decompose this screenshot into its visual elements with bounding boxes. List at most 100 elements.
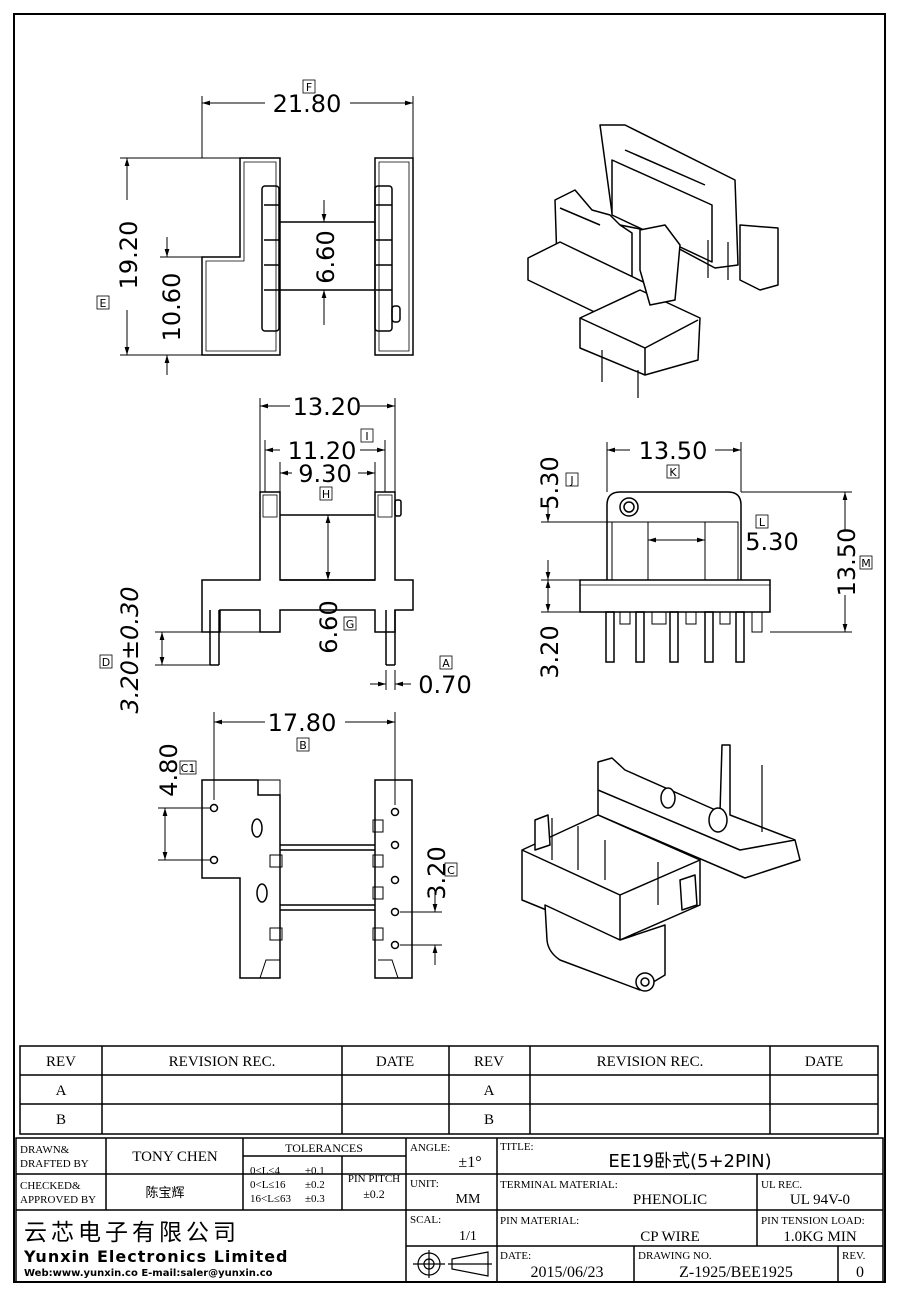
dim-9-30: 9.30 — [298, 460, 351, 488]
label-f: F — [306, 81, 312, 94]
pin-pitch-value: ±0.2 — [363, 1187, 385, 1201]
top-view — [201, 157, 414, 356]
dim-13-50-height: 13.50 — [833, 528, 861, 597]
rev-label: REV. — [842, 1250, 866, 1262]
dim-19-20: 19.20 — [115, 221, 143, 290]
dim-13-20: 13.20 — [293, 393, 362, 421]
label-g: G — [346, 618, 355, 631]
label-l: L — [759, 516, 766, 529]
angle-value: ±1° — [458, 1154, 481, 1171]
date-header-1: DATE — [376, 1054, 414, 1070]
dim-0-70: 0.70 — [418, 671, 471, 699]
company-name-en: Yunxin Electronics Limited — [23, 1247, 289, 1266]
side-view-dimensions — [541, 442, 852, 633]
drafted-label: DRAFTED BY — [20, 1158, 89, 1170]
label-d: D — [102, 656, 110, 669]
dim-6-60-top: 6.60 — [312, 230, 340, 283]
dim-4-80: 4.80 — [155, 743, 183, 796]
company-web: Web:www.yunxin.co E-mail:saler@yunxin.co — [24, 1268, 273, 1279]
label-i: I — [365, 430, 368, 443]
pin-pitch-label: PIN PITCH — [348, 1173, 400, 1185]
dim-3-20-pin: 3.20±0.30 — [116, 587, 144, 714]
rev-a-right: A — [484, 1083, 495, 1099]
dim-10-60: 10.60 — [158, 273, 186, 342]
rev-b-left: B — [56, 1112, 66, 1128]
label-c: C — [447, 864, 455, 877]
title-block: DRAWN& DRAFTED BY TONY CHEN CHECKED& APP… — [20, 1141, 866, 1281]
top-view-dim-text: F 21.80 19.20 E 10.60 6.60 — [96, 79, 342, 342]
terminal-material-value: PHENOLIC — [633, 1192, 707, 1208]
ul-rec-label: UL REC. — [761, 1179, 802, 1191]
drawn-label: DRAWN& — [20, 1144, 70, 1156]
isometric-view-bottom — [521, 744, 801, 992]
title-label: TITLE: — [500, 1141, 534, 1153]
tolerances-label: TOLERANCES — [285, 1141, 363, 1155]
rev-value: 0 — [856, 1264, 864, 1281]
drawn-value: TONY CHEN — [132, 1149, 218, 1165]
revision-table: REV REVISION REC. DATE REV REVISION REC.… — [46, 1054, 843, 1128]
ul-rec-value: UL 94V-0 — [790, 1192, 850, 1208]
tol-value-3: ±0.3 — [305, 1193, 325, 1205]
dim-5-30-right: 5.30 — [745, 528, 798, 556]
date-label: DATE: — [500, 1250, 531, 1262]
revision-rec-header-2: REVISION REC. — [597, 1054, 704, 1070]
label-m: M — [861, 557, 871, 570]
label-h: H — [322, 488, 330, 501]
bottom-view — [201, 779, 413, 979]
angle-label: ANGLE: — [410, 1142, 450, 1154]
label-j: J — [569, 474, 573, 487]
terminal-material-label: TERMINAL MATERIAL: — [500, 1179, 618, 1191]
revision-rec-header-1: REVISION REC. — [169, 1054, 276, 1070]
label-b: B — [299, 739, 307, 752]
rev-header-2: REV — [474, 1054, 504, 1070]
unit-value: MM — [456, 1192, 481, 1207]
side-view-dim-text: 13.50 K 5.30 J L 5.30 13.50 M 3.20 — [536, 437, 873, 679]
title-block-lines — [15, 1137, 884, 1283]
front-view-dimensions — [155, 398, 411, 690]
unit-label: UNIT: — [410, 1178, 439, 1190]
front-view — [201, 491, 414, 666]
rev-header-1: REV — [46, 1054, 76, 1070]
tol-range-3: 16<L≤63 — [250, 1193, 291, 1205]
tol-value-2: ±0.2 — [305, 1179, 325, 1191]
rev-a-left: A — [56, 1083, 67, 1099]
pin-tension-label: PIN TENSION LOAD: — [761, 1215, 865, 1227]
projection-symbol — [413, 1250, 492, 1278]
tol-value-1: ±0.1 — [305, 1165, 325, 1177]
date-header-2: DATE — [805, 1054, 843, 1070]
dim-21-80: 21.80 — [273, 90, 342, 118]
rev-b-right: B — [484, 1112, 494, 1128]
label-e: E — [100, 297, 107, 310]
side-view — [579, 491, 771, 663]
scale-value: 1/1 — [459, 1229, 477, 1244]
scale-label: SCAL: — [410, 1214, 441, 1226]
approved-value: 陈宝辉 — [145, 1185, 184, 1201]
approved-label: APPROVED BY — [20, 1194, 96, 1206]
bottom-view-dim-text: 17.80 B 4.80 C1 3.20 C — [155, 709, 458, 900]
date-value: 2015/06/23 — [531, 1264, 604, 1281]
revision-table-lines — [19, 1045, 879, 1135]
bottom-view-dimensions — [158, 712, 442, 965]
drawing-no-label: DRAWING NO. — [638, 1250, 712, 1262]
dim-11-20: 11.20 — [288, 437, 357, 465]
front-view-dim-text: 13.20 I 11.20 9.30 H 6.60 G D 3.20±0.30 … — [99, 393, 472, 714]
tol-range-1: 0<L≤4 — [250, 1165, 280, 1177]
isometric-view-top — [527, 124, 779, 398]
tol-range-2: 0<L≤16 — [250, 1179, 286, 1191]
company-name-cn: 云芯电子有限公司 — [24, 1220, 240, 1246]
dim-13-50-width: 13.50 — [639, 437, 708, 465]
pin-tension-value: 1.0KG MIN — [783, 1229, 856, 1245]
drawing-no-value: Z-1925/BEE1925 — [679, 1264, 793, 1281]
title-value: EE19卧式(5+2PIN) — [608, 1151, 771, 1172]
label-k: K — [669, 466, 677, 479]
dim-17-80: 17.80 — [268, 709, 337, 737]
label-a: A — [442, 657, 450, 670]
pin-material-label: PIN MATERIAL: — [500, 1215, 579, 1227]
top-view-dimensions — [120, 96, 414, 375]
pin-material-value: CP WIRE — [640, 1229, 700, 1245]
label-c1: C1 — [181, 762, 196, 775]
dim-5-30-left: 5.30 — [536, 456, 564, 509]
dim-3-20-side: 3.20 — [536, 625, 564, 678]
dim-6-60-front: 6.60 — [315, 600, 343, 653]
